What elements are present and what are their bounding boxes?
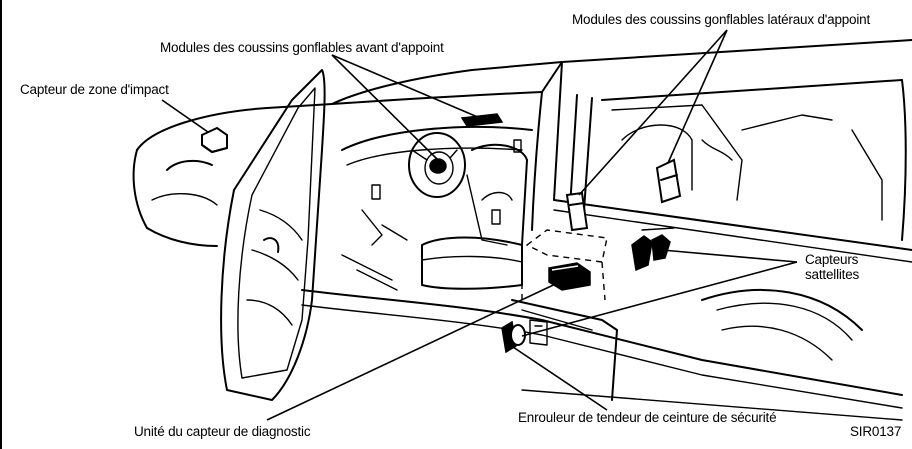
label-diagnosis-sensor-unit: Unité du capteur de diagnostic: [134, 424, 311, 439]
label-pretensioner: Enrouleur de tendeur de ceinture de sécu…: [518, 410, 777, 425]
front-airbag-dash-part: [460, 113, 504, 127]
crash-zone-sensor-part: [201, 126, 228, 154]
satellite-sensors-part: [631, 227, 675, 272]
label-side-airbag-modules: Modules des coussins gonflables latéraux…: [572, 12, 871, 27]
side-airbag-front-part: [565, 191, 589, 232]
open-front-door: [220, 69, 326, 401]
figure-code: SIR0137: [850, 424, 902, 439]
label-front-airbag-modules: Modules des coussins gonflables avant d'…: [160, 40, 444, 55]
label-crash-zone-sensor: Capteur de zone d'impact: [20, 82, 169, 97]
leader-lines: [161, 29, 798, 421]
interior: [341, 124, 733, 291]
diagnosis-sensor-unit-part: [548, 262, 591, 291]
pretensioner-part: [501, 319, 548, 354]
front-airbag-wheel-part: [429, 158, 447, 174]
label-satellite-sensors-line2: sattellites: [805, 267, 860, 282]
side-airbag-rear-part: [655, 158, 682, 204]
label-satellite-sensors-line1: Capteurs: [805, 252, 859, 267]
